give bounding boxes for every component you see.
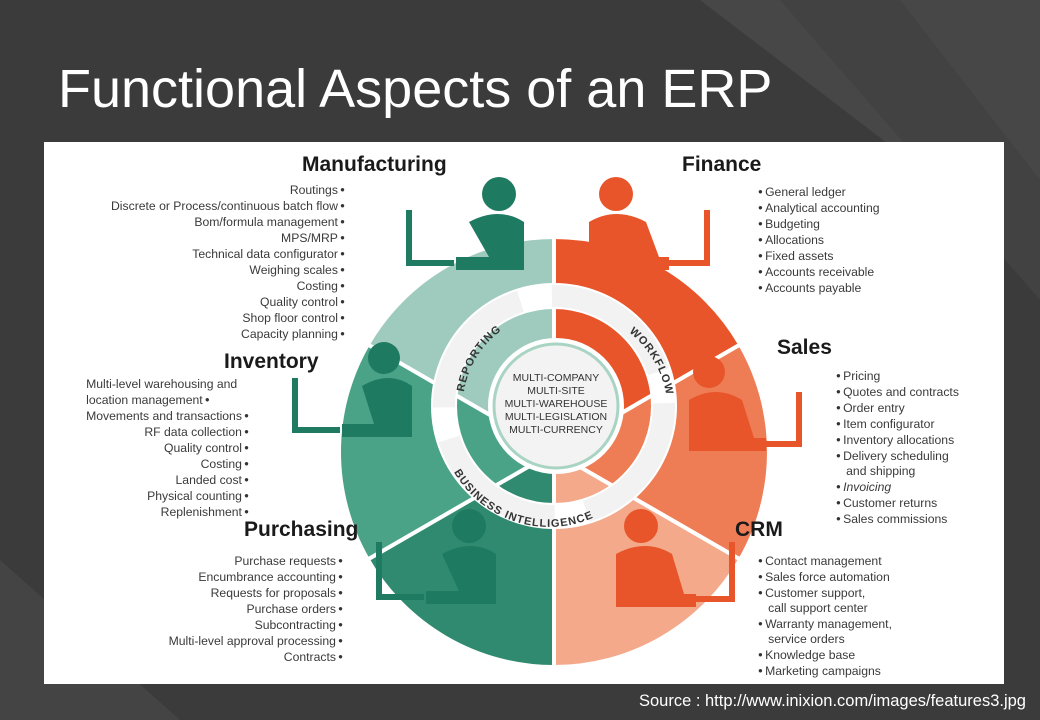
- list-item: Technical data configurator: [111, 246, 345, 262]
- heading-purchasing: Purchasing: [244, 518, 359, 541]
- sales-features: Pricing Quotes and contracts Order entry…: [836, 368, 959, 527]
- erp-wheel: REPORTING WORKFLOW BUSINESS INTELLIGENCE…: [292, 177, 802, 670]
- list-item: Quality control: [111, 294, 345, 310]
- list-item: Weighing scales: [111, 262, 345, 278]
- list-item: Replenishment: [86, 504, 249, 520]
- list-item: Budgeting: [758, 216, 880, 232]
- list-item: Discrete or Process/continuous batch flo…: [111, 198, 345, 214]
- list-item: Allocations: [758, 232, 880, 248]
- manufacturing-features: Routings Discrete or Process/continuous …: [111, 182, 345, 342]
- list-item: Contracts: [169, 649, 343, 665]
- list-item: General ledger: [758, 184, 880, 200]
- inventory-features: Multi-level warehousing and location man…: [86, 377, 249, 520]
- list-item: Order entry: [836, 400, 959, 416]
- list-item: Item configurator: [836, 416, 959, 432]
- list-item: Purchase requests: [169, 553, 343, 569]
- list-item: Invoicing: [836, 479, 959, 495]
- list-item: Customer returns: [836, 495, 959, 511]
- list-item: Knowledge base: [758, 647, 892, 663]
- person-icon-crm: [616, 509, 735, 607]
- list-item: Shop floor control: [111, 310, 345, 326]
- list-item: Multi-level warehousing and location man…: [86, 377, 249, 408]
- center-label: MULTI-LEGISLATION: [505, 411, 607, 423]
- person-icon-purchasing: [376, 509, 496, 604]
- list-item: Subcontracting: [169, 617, 343, 633]
- list-item: Landed cost: [86, 472, 249, 488]
- list-item: Sales force automation: [758, 569, 892, 585]
- list-item: Fixed assets: [758, 248, 880, 264]
- list-item: Physical counting: [86, 488, 249, 504]
- list-item: Warranty management, service orders: [758, 616, 892, 647]
- person-icon-manufacturing: [406, 177, 524, 270]
- center-label: MULTI-CURRENCY: [509, 424, 603, 436]
- list-item: Bom/formula management: [111, 214, 345, 230]
- list-item: Purchase orders: [169, 601, 343, 617]
- heading-sales: Sales: [777, 336, 832, 359]
- list-item: Accounts payable: [758, 280, 880, 296]
- purchasing-features: Purchase requests Encumbrance accounting…: [169, 553, 343, 665]
- list-item: Analytical accounting: [758, 200, 880, 216]
- heading-finance: Finance: [682, 153, 762, 176]
- list-item: Requests for proposals: [169, 585, 343, 601]
- center-labels: MULTI-COMPANY MULTI-SITE MULTI-WAREHOUSE…: [505, 372, 608, 436]
- list-item: Delivery scheduling and shipping: [836, 448, 959, 479]
- person-icon-finance: [589, 177, 710, 270]
- crm-features: Contact management Sales force automatio…: [758, 553, 892, 679]
- heading-crm: CRM: [735, 518, 783, 541]
- center-label: MULTI-SITE: [527, 385, 585, 397]
- list-item: Costing: [86, 456, 249, 472]
- list-item: RF data collection: [86, 424, 249, 440]
- center-label: MULTI-WAREHOUSE: [505, 398, 608, 410]
- list-item: Costing: [111, 278, 345, 294]
- list-item: MPS/MRP: [111, 230, 345, 246]
- finance-features: General ledger Analytical accounting Bud…: [758, 184, 880, 296]
- heading-inventory: Inventory: [224, 350, 319, 373]
- list-item: Contact management: [758, 553, 892, 569]
- list-item: Encumbrance accounting: [169, 569, 343, 585]
- list-item: Multi-level approval processing: [169, 633, 343, 649]
- erp-diagram: REPORTING WORKFLOW BUSINESS INTELLIGENCE…: [44, 142, 1004, 684]
- list-item: Sales commissions: [836, 511, 959, 527]
- list-item: Pricing: [836, 368, 959, 384]
- heading-manufacturing: Manufacturing: [302, 153, 447, 176]
- workflow-ring-inner: [433, 285, 675, 527]
- list-item: Quality control: [86, 440, 249, 456]
- person-icon-sales: [689, 356, 802, 451]
- list-item: Routings: [111, 182, 345, 198]
- list-item: Quotes and contracts: [836, 384, 959, 400]
- list-item: Movements and transactions: [86, 408, 249, 424]
- list-item: Customer support, call support center: [758, 585, 892, 616]
- slide-title: Functional Aspects of an ERP: [58, 59, 773, 119]
- center-label: MULTI-COMPANY: [513, 372, 600, 384]
- source-citation: Source : http://www.inixion.com/images/f…: [638, 692, 1026, 710]
- list-item: Capacity planning: [111, 326, 345, 342]
- list-item: Inventory allocations: [836, 432, 959, 448]
- list-item: Marketing campaigns: [758, 663, 892, 679]
- list-item: Accounts receivable: [758, 264, 880, 280]
- person-icon-inventory: [292, 342, 412, 437]
